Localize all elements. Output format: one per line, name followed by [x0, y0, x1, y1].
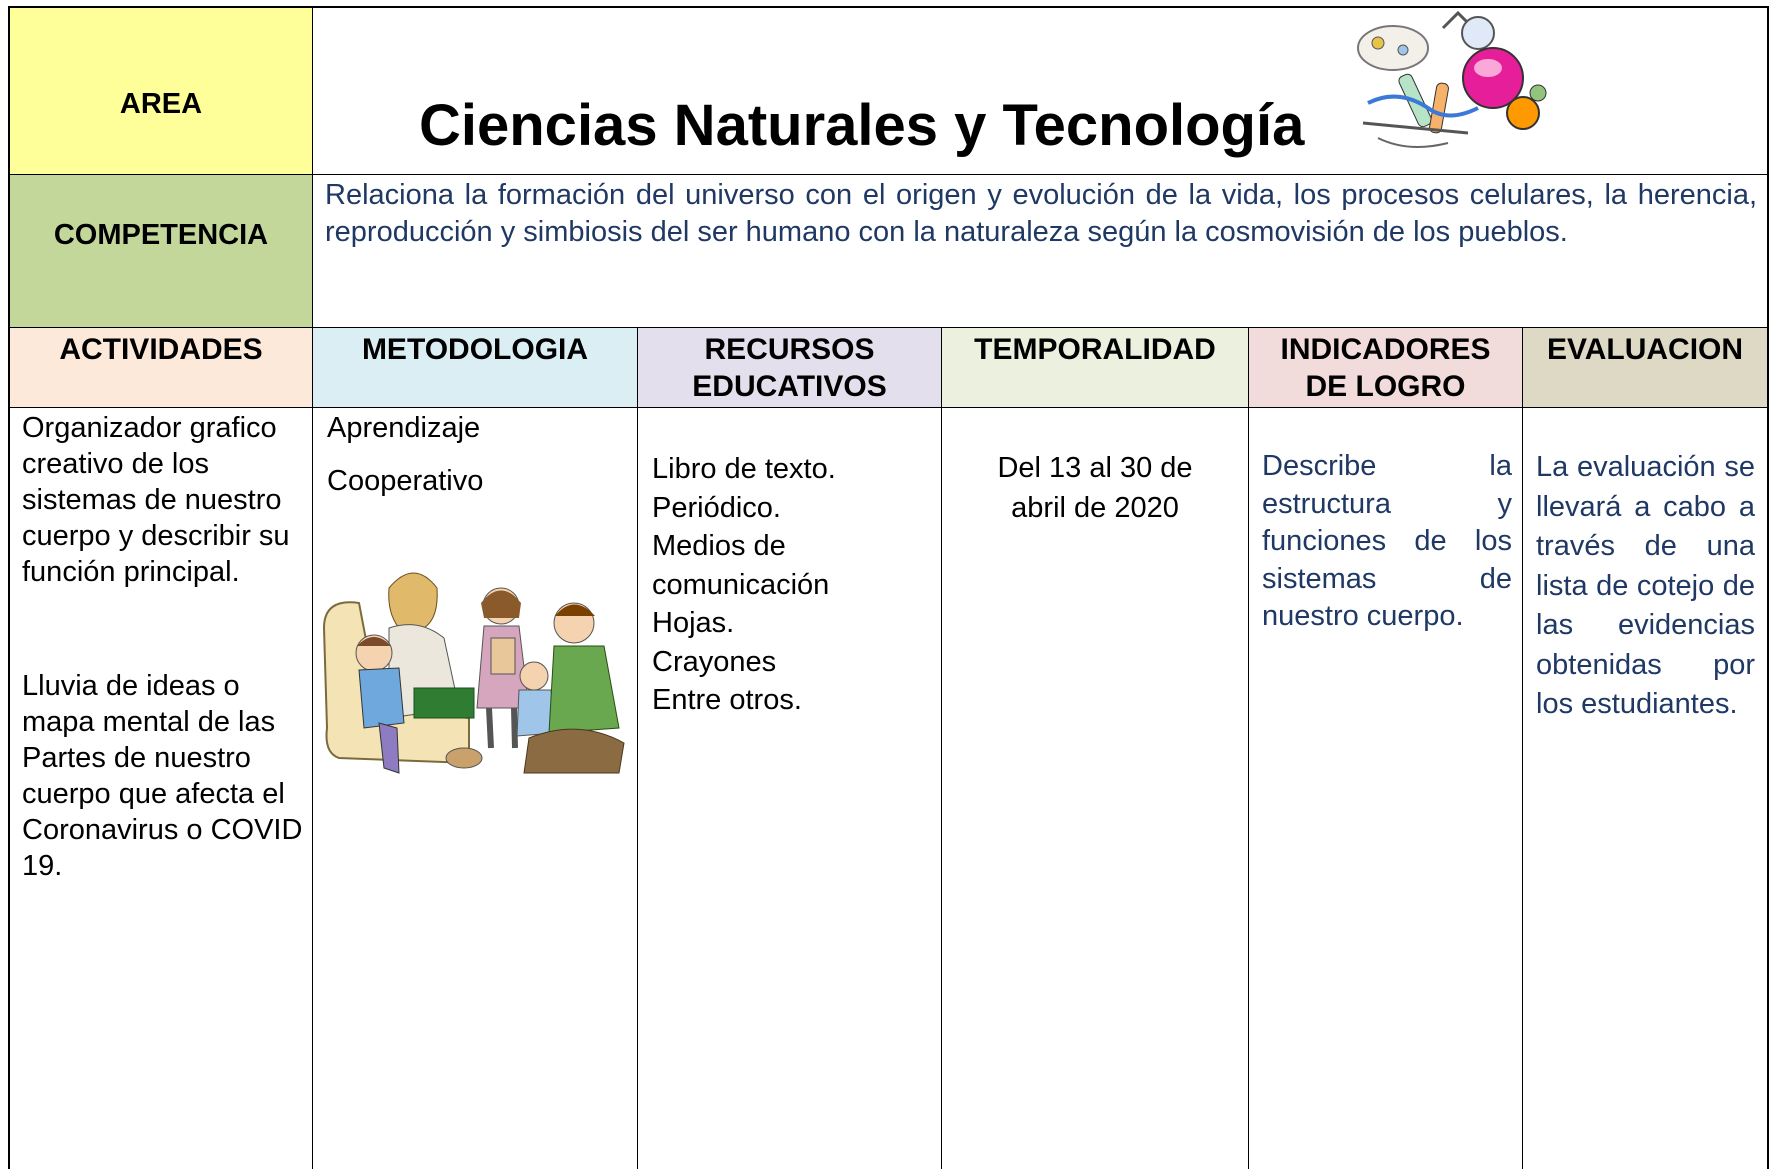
indicadores-cell: Describe la estructura y funciones de lo…: [1249, 408, 1523, 1169]
recurso-item: Crayones: [652, 645, 777, 678]
competencia-text: Relaciona la formación del universo con …: [325, 179, 1757, 248]
col-header-indicadores: INDICADORES DE LOGRO: [1249, 328, 1523, 408]
area-label: AREA: [119, 88, 203, 120]
competencia-label-cell: COMPETENCIA: [10, 175, 313, 328]
metodologia-line-2: Cooperativo: [327, 465, 484, 497]
recursos-cell: Libro de texto. Periódico. Medios de com…: [638, 408, 942, 1169]
competencia-text-cell: Relaciona la formación del universo con …: [313, 175, 1767, 328]
col-header-temporalidad: TEMPORALIDAD: [942, 328, 1249, 408]
recurso-item: Entre otros.: [652, 684, 802, 716]
metodologia-line-1: Aprendizaje: [327, 412, 481, 444]
col-header-actividades: ACTIVIDADES: [10, 328, 313, 408]
evaluacion-text: La evaluación se llevará a cabo a través…: [1536, 451, 1755, 720]
competencia-label: COMPETENCIA: [53, 219, 269, 251]
temporalidad-cell: Del 13 al 30 de abril de 2020: [942, 408, 1249, 1169]
metodologia-cell: Aprendizaje Cooperativo: [313, 408, 638, 1169]
evaluacion-cell: La evaluación se llevará a cabo a través…: [1523, 408, 1767, 1169]
indicadores-text: Describe la estructura y funciones de lo…: [1262, 450, 1512, 632]
plan-table: [8, 6, 1769, 1169]
area-label-cell: AREA: [10, 8, 313, 175]
actividad-item-2: Lluvia de ideas o mapa mental de las Par…: [22, 670, 303, 882]
family-reading-illustration: [322, 572, 625, 774]
page-title: Ciencias Naturales y Tecnología: [419, 93, 1305, 158]
col-header-recursos: RECURSOS EDUCATIVOS: [638, 328, 942, 408]
actividades-cell: Organizador grafico creativo de los sist…: [10, 408, 313, 1169]
temporalidad-text: Del 13 al 30 de abril de 2020: [997, 452, 1193, 524]
actividad-item-1: Organizador grafico creativo de los sist…: [22, 412, 290, 588]
title-cell: Ciencias Naturales y Tecnología: [313, 8, 1767, 175]
science-lab-illustration: [1357, 10, 1547, 148]
recurso-item: Periódico.: [652, 491, 781, 524]
col-header-evaluacion: EVALUACION: [1523, 328, 1767, 408]
recurso-item: Libro de texto.: [652, 453, 836, 485]
recurso-item: Medios de comunicación: [652, 530, 830, 601]
col-header-metodologia: METODOLOGIA: [313, 328, 638, 408]
recurso-item: Hojas.: [652, 607, 735, 639]
recursos-list: Libro de texto. Periódico. Medios de com…: [652, 450, 933, 720]
